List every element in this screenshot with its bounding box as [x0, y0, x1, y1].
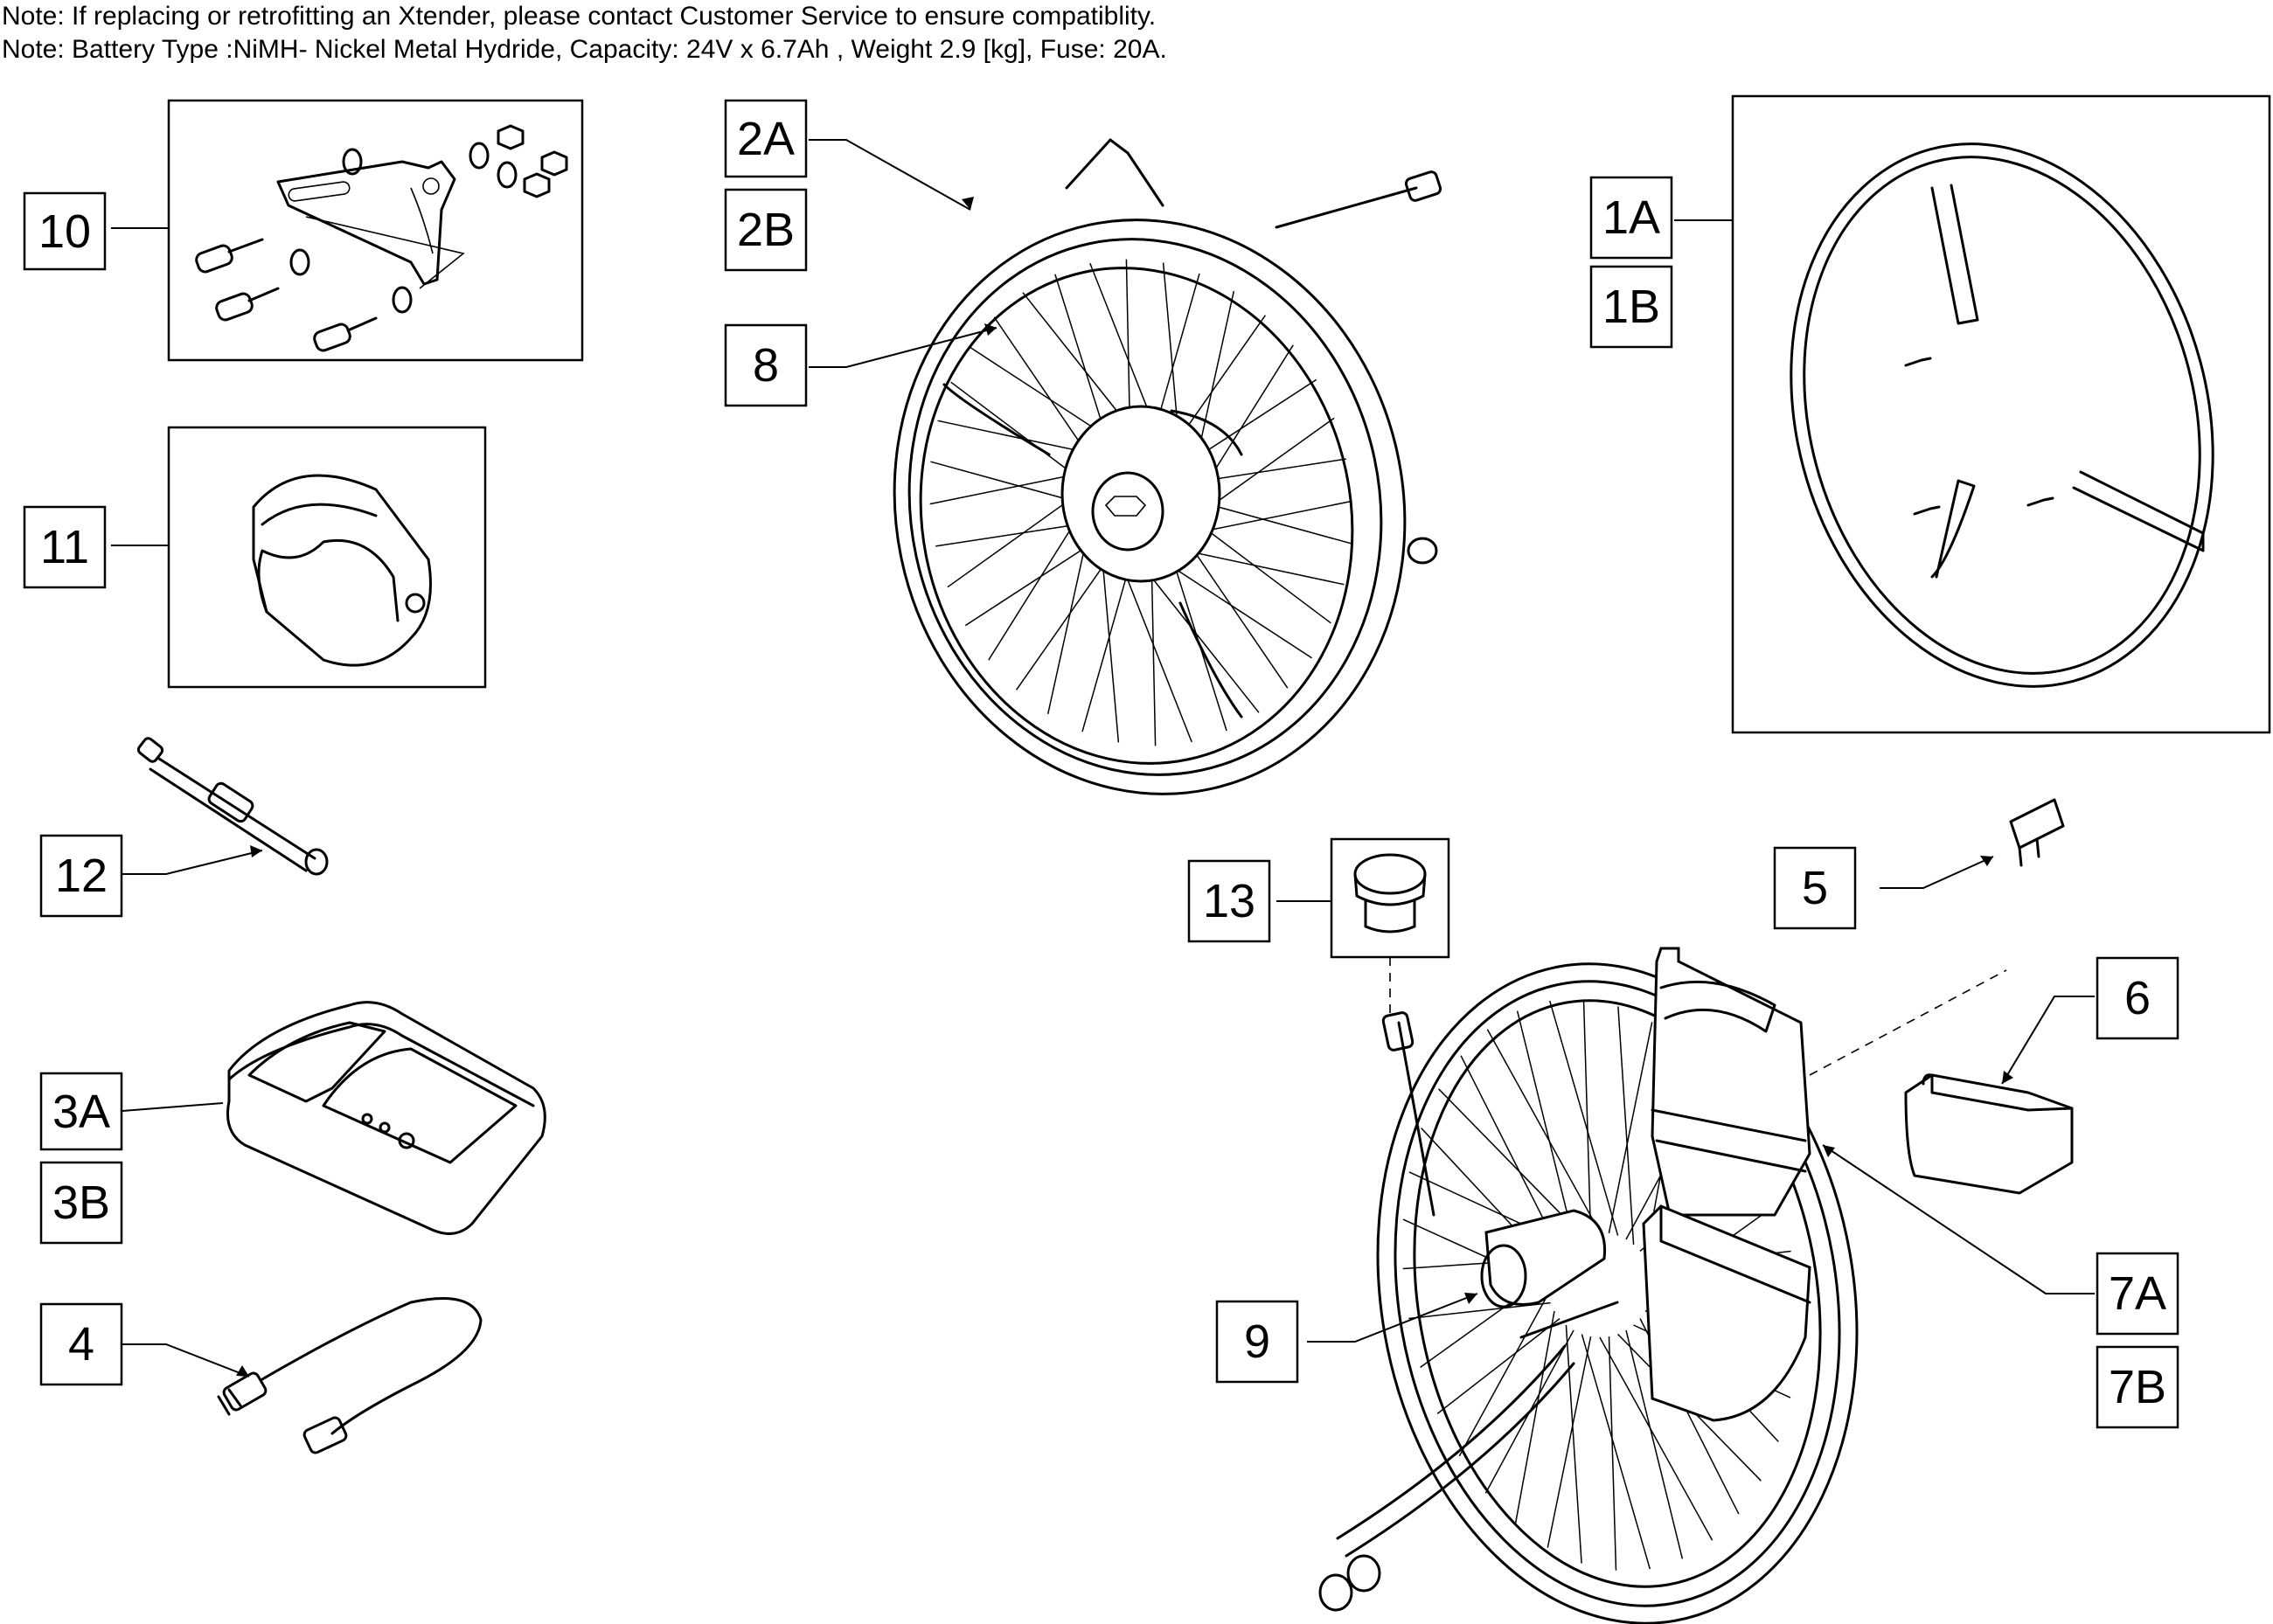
callout-7a: 7A — [2096, 1252, 2179, 1336]
svg-text:10: 10 — [38, 205, 91, 258]
callout-3a: 3A — [39, 1072, 123, 1151]
svg-text:7A: 7A — [2109, 1267, 2166, 1320]
callout-6: 6 — [2096, 956, 2179, 1040]
wheel-spoke — [1140, 563, 1260, 713]
svg-text:9: 9 — [1244, 1315, 1270, 1368]
svg-text:2B: 2B — [737, 204, 795, 256]
wheel-spoke — [1458, 1294, 1549, 1457]
callout-11: 11 — [23, 505, 107, 589]
frame-part-1 — [1731, 94, 2271, 734]
svg-text:1B: 1B — [1602, 281, 1660, 333]
wheel-spoke — [1101, 549, 1120, 743]
svg-text:2A: 2A — [737, 113, 795, 165]
svg-text:11: 11 — [40, 521, 89, 573]
callout-1a: 1A — [1589, 176, 1673, 260]
battery-cover-drawing — [1904, 1073, 2074, 1195]
svg-text:1A: 1A — [1602, 191, 1660, 244]
wheel-spoke — [1608, 1336, 1617, 1571]
callout-10: 10 — [23, 191, 107, 271]
wheel-spoke — [1599, 1336, 1713, 1541]
wheel-spoke — [1516, 1010, 1574, 1240]
callout-8: 8 — [724, 323, 808, 407]
note-battery-spec: Note: Battery Type :NiMH- Nickel Metal H… — [2, 35, 1167, 64]
wheel-spoke — [929, 471, 1088, 505]
wheel-spoke — [1015, 555, 1111, 691]
wheel-spoke — [1081, 562, 1131, 732]
fuse-drawing — [2009, 798, 2065, 867]
svg-text:3A: 3A — [52, 1086, 110, 1138]
wheel-spoke — [1486, 1029, 1601, 1233]
svg-text:6: 6 — [2124, 972, 2151, 1024]
frame-part-10 — [167, 99, 584, 362]
svg-text:4: 4 — [68, 1318, 94, 1371]
wheel-spoke — [1198, 523, 1331, 624]
wheel-spoke — [993, 316, 1095, 464]
wheel-spoke — [1436, 1318, 1561, 1414]
frame-part-13 — [1330, 837, 1450, 959]
svg-text:13: 13 — [1203, 875, 1255, 927]
callout-9: 9 — [1215, 1300, 1299, 1384]
wheel-spoke — [1161, 559, 1312, 659]
wheel-spoke — [988, 512, 1081, 661]
wheel-spoke — [935, 523, 1084, 547]
wheel-spoke — [1187, 541, 1289, 689]
wheel-spoke — [1547, 1336, 1592, 1548]
drive-wheel-assembly-drawing — [1318, 947, 1859, 1624]
cap-drawing — [1353, 853, 1427, 933]
svg-text:3B: 3B — [52, 1176, 110, 1229]
wheel-spoke — [1119, 559, 1192, 743]
callout-1b: 1B — [1589, 265, 1673, 349]
wheel-spoke — [1548, 1000, 1619, 1236]
bracket-hardware-drawing — [195, 124, 568, 352]
callout-3b: 3B — [39, 1161, 123, 1245]
callout-12: 12 — [39, 834, 123, 918]
wheel-spoke — [1625, 1329, 1684, 1559]
wheel-spoke — [1438, 1088, 1583, 1237]
axle-drawing — [136, 737, 329, 876]
svg-text:5: 5 — [1802, 862, 1828, 914]
svg-text:8: 8 — [753, 339, 779, 392]
wheel-spoke — [1608, 1022, 1653, 1234]
callout-2b: 2B — [724, 188, 808, 272]
callout-13: 13 — [1187, 859, 1271, 943]
wheel-assembly-drawing — [893, 138, 1442, 795]
wheel-spoke — [1201, 502, 1352, 545]
wheel-spoke — [1200, 417, 1335, 514]
callout-7b: 7B — [2096, 1345, 2179, 1429]
callout-2a: 2A — [724, 99, 808, 178]
push-rim-drawing — [1790, 142, 2214, 688]
svg-text:7B: 7B — [2109, 1361, 2166, 1413]
wheel-spoke — [950, 381, 1084, 482]
wheel-spoke — [1514, 1310, 1555, 1524]
callout-5: 5 — [1773, 846, 1857, 930]
wheel-spoke — [1565, 1324, 1582, 1564]
wheel-spoke — [930, 461, 1081, 503]
frame-part-11 — [167, 426, 487, 689]
wheel-spoke — [947, 491, 1081, 588]
svg-text:12: 12 — [55, 850, 108, 902]
power-cord-drawing — [217, 1297, 483, 1454]
callout-4: 4 — [39, 1302, 123, 1386]
note-compatibility: Note: If replacing or retrofitting an Xt… — [2, 2, 1157, 31]
wheel-spoke — [1150, 562, 1157, 746]
charger-drawing — [226, 1001, 546, 1235]
wheel-spoke — [1617, 1006, 1635, 1246]
hub-cover-drawing — [252, 474, 432, 667]
wheel-spoke — [1193, 500, 1352, 534]
wheel-spoke — [964, 541, 1095, 627]
wheel-spoke — [1046, 532, 1089, 715]
wheel-spoke — [1581, 1334, 1651, 1570]
wheel-spoke — [1582, 999, 1592, 1233]
wheel-spoke — [1179, 548, 1345, 586]
wheel-spoke — [1198, 458, 1346, 482]
